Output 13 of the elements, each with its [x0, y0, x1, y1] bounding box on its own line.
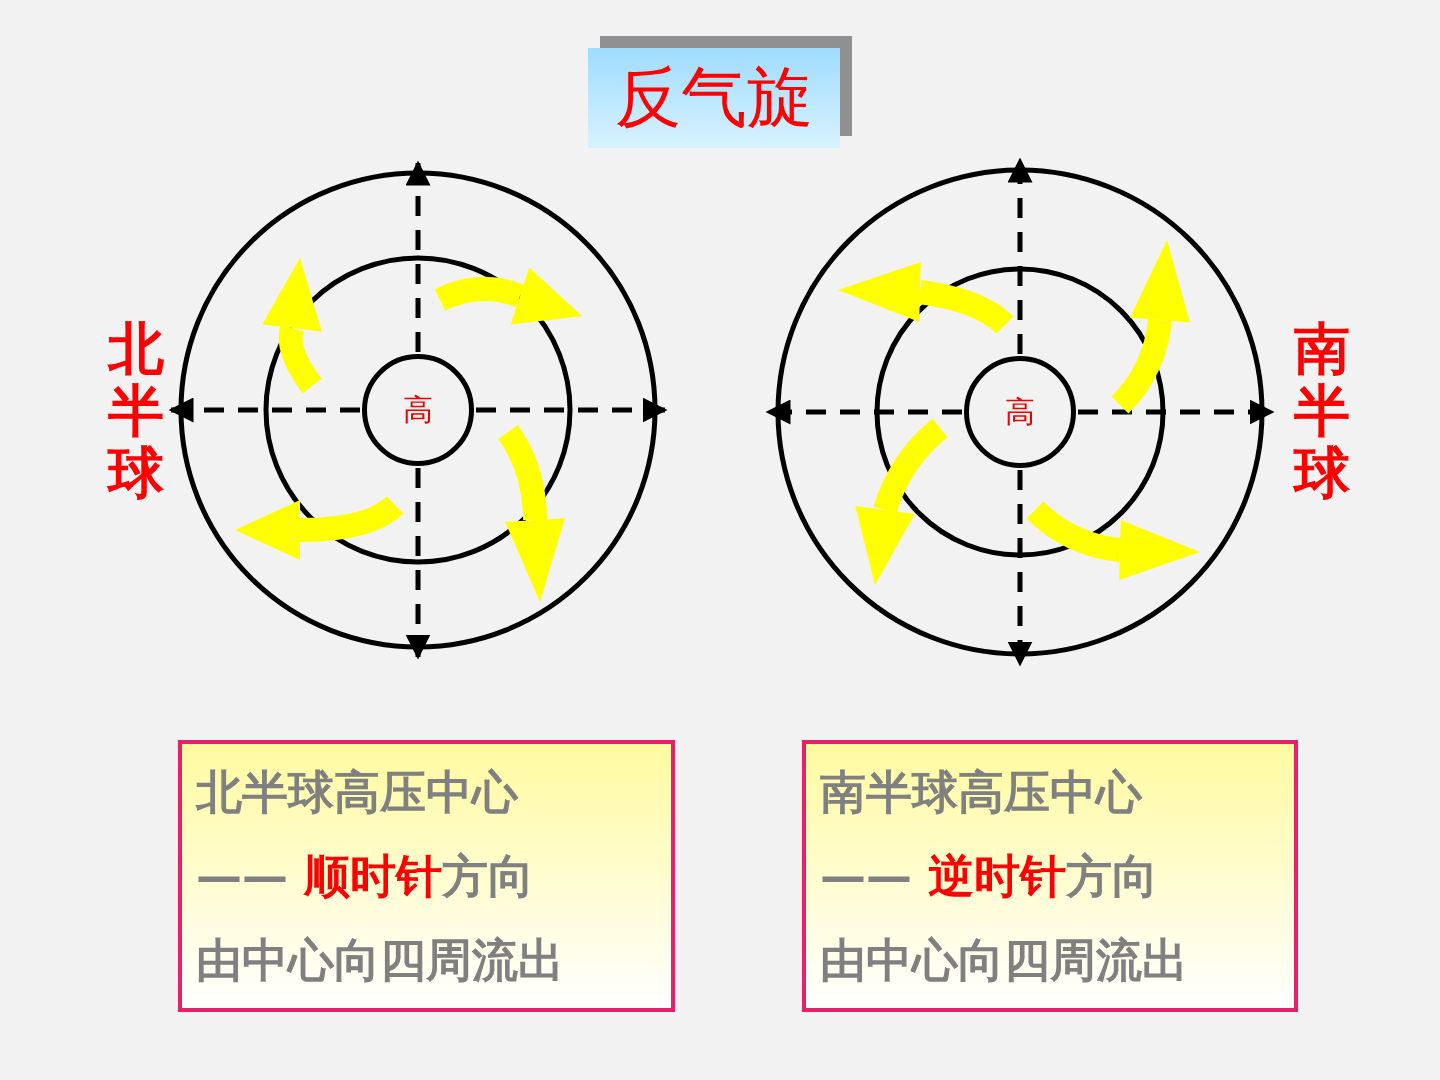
text-card — [178, 740, 675, 1012]
description-text: 由中心向四周流出 — [820, 932, 1189, 989]
description-text: 南半球高压中心 — [820, 764, 1144, 821]
pressure-label: 高 — [1005, 392, 1035, 431]
pressure-label: 高 — [403, 390, 433, 429]
description-text: —— 逆时针方向 — [820, 848, 1159, 905]
description-text: 北半球高压中心 — [196, 764, 520, 821]
title: 反气旋 — [588, 48, 840, 148]
text-card — [802, 740, 1298, 1012]
hemisphere-label: 南半球 — [1291, 318, 1351, 504]
description-text: —— 顺时针方向 — [196, 848, 535, 905]
description-text: 由中心向四周流出 — [196, 932, 565, 989]
hemisphere-label: 北半球 — [105, 318, 165, 504]
